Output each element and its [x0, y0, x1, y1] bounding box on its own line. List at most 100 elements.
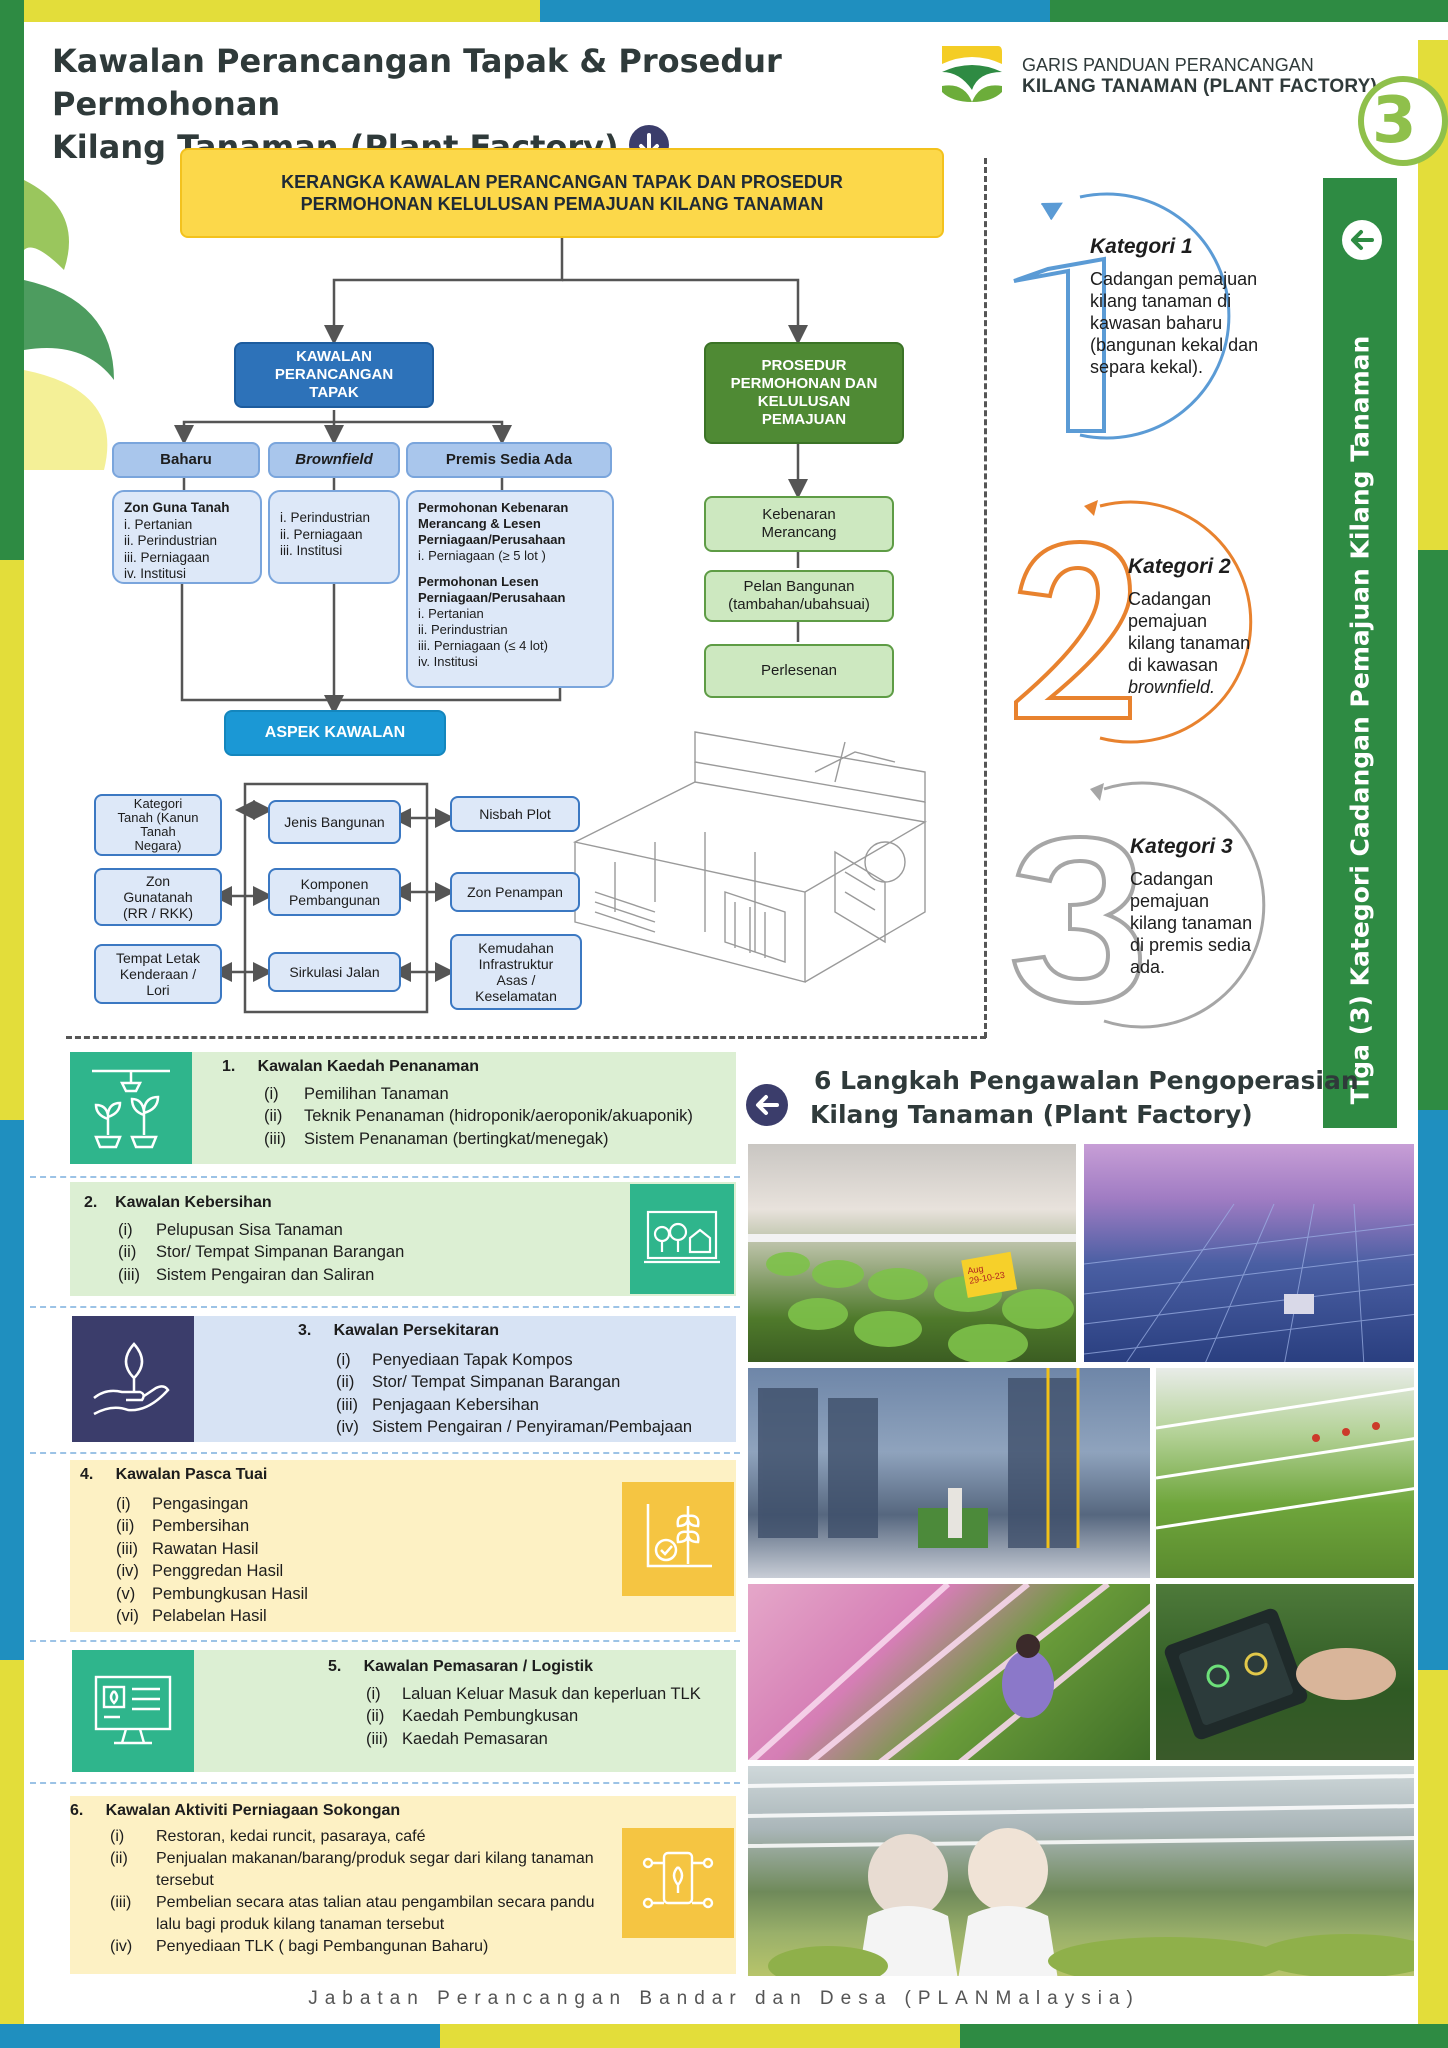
- kategori-2-graphic: [1014, 500, 1253, 744]
- wheat-check-icon: [622, 1482, 734, 1596]
- section-number-badge: [1358, 76, 1448, 166]
- photo-pink-shelves: [746, 1582, 1152, 1762]
- panel-number: 6.: [70, 1802, 84, 1819]
- dashed-divider-horizontal: [66, 1036, 986, 1039]
- framework-title-line1: KERANGKA KAWALAN PERANCANGAN TAPAK DAN P…: [281, 172, 843, 192]
- premis-title-1b: Merancang & Lesen: [418, 516, 541, 531]
- category-brownfield: Brownfield: [268, 442, 400, 478]
- procedure-line1: PROSEDUR: [761, 357, 847, 374]
- panel-item: (ii)Pembersihan: [116, 1517, 250, 1535]
- steps-title: 6 Langkah Pengawalan Pengoperasian Kilan…: [810, 1064, 1359, 1132]
- bottom-strip-yellow: [440, 2024, 960, 2048]
- kategori-3-line: pemajuan: [1130, 891, 1210, 911]
- left-strip-blue: [0, 1120, 24, 1660]
- photo-lettuce-shelves: Aug 29-10-23: [746, 1142, 1078, 1364]
- kategori-1-graphic: [1013, 192, 1231, 440]
- kategori-2-line: kilang tanaman: [1128, 633, 1251, 653]
- panel-item: (ii)Stor/ Tempat Simpanan Barangan: [336, 1373, 621, 1391]
- panel-item: (iii)Sistem Pengairan dan Saliran: [118, 1265, 375, 1284]
- plant-pot-icon: [70, 1052, 192, 1164]
- control-label: Infrastruktur: [478, 956, 554, 972]
- category-premis: Premis Sedia Ada: [406, 442, 612, 478]
- control-label: Sirkulasi Jalan: [289, 964, 380, 980]
- panel-title: Kawalan Pasca Tuai: [115, 1466, 268, 1483]
- control-parking: Tempat Letak Kenderaan / Lori: [94, 944, 222, 1004]
- control-label: Komponen: [300, 876, 369, 892]
- framework-connectors: [174, 238, 808, 1014]
- procedure-box: PROSEDUR PERMOHONAN DAN KELULUSAN PEMAJU…: [704, 342, 904, 444]
- control-label: Jenis Bangunan: [284, 814, 385, 830]
- category-baharu: Baharu: [112, 442, 260, 478]
- footer-agency: Jabatan Perancangan Bandar dan Desa (PLA…: [308, 1988, 1140, 2009]
- kategori-1-title: Kategori 1: [1090, 235, 1193, 258]
- procedure-line4: PEMAJUAN: [761, 411, 847, 428]
- control-label: Negara): [134, 838, 182, 853]
- control-label: Lori: [146, 982, 170, 998]
- premis-card: Permohonan Kebenaran Merancang & Lesen P…: [406, 490, 614, 688]
- categories-sidebar: [1323, 178, 1397, 1128]
- kategori-3-graphic: [1011, 781, 1266, 1029]
- brownfield-item: ii. Perniagaan: [280, 526, 363, 542]
- baharu-item: iii. Perniagaan: [124, 549, 210, 565]
- control-label: Gunatanah: [123, 889, 193, 905]
- panel-title: Kawalan Aktiviti Perniagaan Sokongan: [105, 1802, 401, 1819]
- photo-workers-grow-lights: [746, 1764, 1416, 1978]
- panel-item: (iii)Pembelian secara atas talian atau p…: [110, 1894, 595, 1933]
- panel-item: (iii)Penjagaan Kebersihan: [336, 1395, 539, 1414]
- panel-item: (i)Pemilihan Tanaman: [264, 1084, 449, 1103]
- aspek-kawalan-label: ASPEK KAWALAN: [264, 724, 406, 741]
- control-label: Zon Penampan: [467, 884, 563, 900]
- photo-purple-tanks: [1082, 1142, 1416, 1364]
- control-label: Pembangunan: [288, 892, 381, 908]
- premis-title-2b: Perniagaan/Perusahaan: [418, 590, 566, 605]
- kategori-3-title: Kategori 3: [1130, 835, 1233, 858]
- kategori-3-line: kilang tanaman: [1130, 913, 1253, 933]
- procedure-step-label: Kebenaran: [762, 506, 836, 523]
- baharu-item: iv. Institusi: [124, 566, 187, 581]
- panel-divider: [30, 1782, 740, 1784]
- procedure-step-label: Perlesenan: [761, 662, 837, 679]
- right-strip-yellow-2: [1418, 1670, 1448, 2048]
- kategori-3-line: Cadangan: [1130, 869, 1214, 889]
- panel-divider: [30, 1452, 740, 1454]
- control-infrastructure: Kemudahan Infrastruktur Asas / Keselamat…: [450, 934, 582, 1010]
- brownfield-item: iii. Institusi: [280, 543, 343, 558]
- left-strip-green: [0, 0, 24, 560]
- photo-tablet: [1154, 1582, 1416, 1762]
- logo-line1: GARIS PANDUAN PERANCANGAN: [1022, 55, 1314, 75]
- steps-title-line2: Kilang Tanaman (Plant Factory): [810, 1100, 1253, 1129]
- page-title: Kawalan Perancangan Tapak & Prosedur Per…: [52, 40, 932, 169]
- control-panel-1: 1. Kawalan Kaedah Penanaman (i)Pemilihan…: [218, 1056, 728, 1150]
- arrow-left-circle-icon: [746, 1084, 788, 1126]
- kategori-1-line: (bangunan kekal dan: [1090, 335, 1259, 355]
- kategori-2-line: Cadangan: [1128, 589, 1212, 609]
- panel-number: 1.: [222, 1058, 236, 1075]
- right-strip-green: [1418, 550, 1448, 1110]
- kategori-3-line: di premis sedia: [1130, 935, 1252, 955]
- hand-leaf-icon: [72, 1316, 194, 1442]
- procedure-line2: PERMOHONAN DAN: [730, 375, 878, 392]
- control-panel-2-bg: [70, 1182, 736, 1296]
- baharu-card: Zon Guna Tanah i. Pertanian ii. Perindus…: [112, 490, 262, 584]
- control-label: Zon: [145, 873, 171, 889]
- kategori-2-line: di kawasan: [1128, 655, 1219, 675]
- control-land-use-zone: Zon Gunatanah (RR / RKK): [94, 868, 222, 926]
- control-label: (RR / RKK): [123, 905, 193, 921]
- control-label: Tanah (Kanun: [117, 810, 199, 825]
- control-label: Kenderaan /: [119, 966, 197, 982]
- premis-item: iv. Institusi: [418, 654, 478, 669]
- control-building-type: Jenis Bangunan: [268, 800, 401, 844]
- control-label: Keselamatan: [475, 988, 557, 1004]
- panel-item: (iii)Sistem Penanaman (bertingkat/menega…: [264, 1129, 609, 1148]
- control-label: Tanah: [140, 824, 176, 839]
- bottom-strip-blue: [0, 2024, 440, 2048]
- panel-title: Kawalan Persekitaran: [333, 1322, 499, 1339]
- kategori-2-title: Kategori 2: [1128, 555, 1231, 578]
- leaf-decoration: [24, 180, 114, 470]
- control-panel-4: 4. Kawalan Pasca Tuai (i)Pengasingan (ii…: [80, 1464, 620, 1628]
- premis-item: i. Pertanian: [418, 606, 484, 621]
- logo-icon: [942, 46, 1002, 102]
- aspek-kawalan-box: ASPEK KAWALAN: [224, 710, 446, 756]
- site-planning-line3: TAPAK: [309, 384, 359, 401]
- panel-title: Kawalan Kebersihan: [115, 1194, 272, 1211]
